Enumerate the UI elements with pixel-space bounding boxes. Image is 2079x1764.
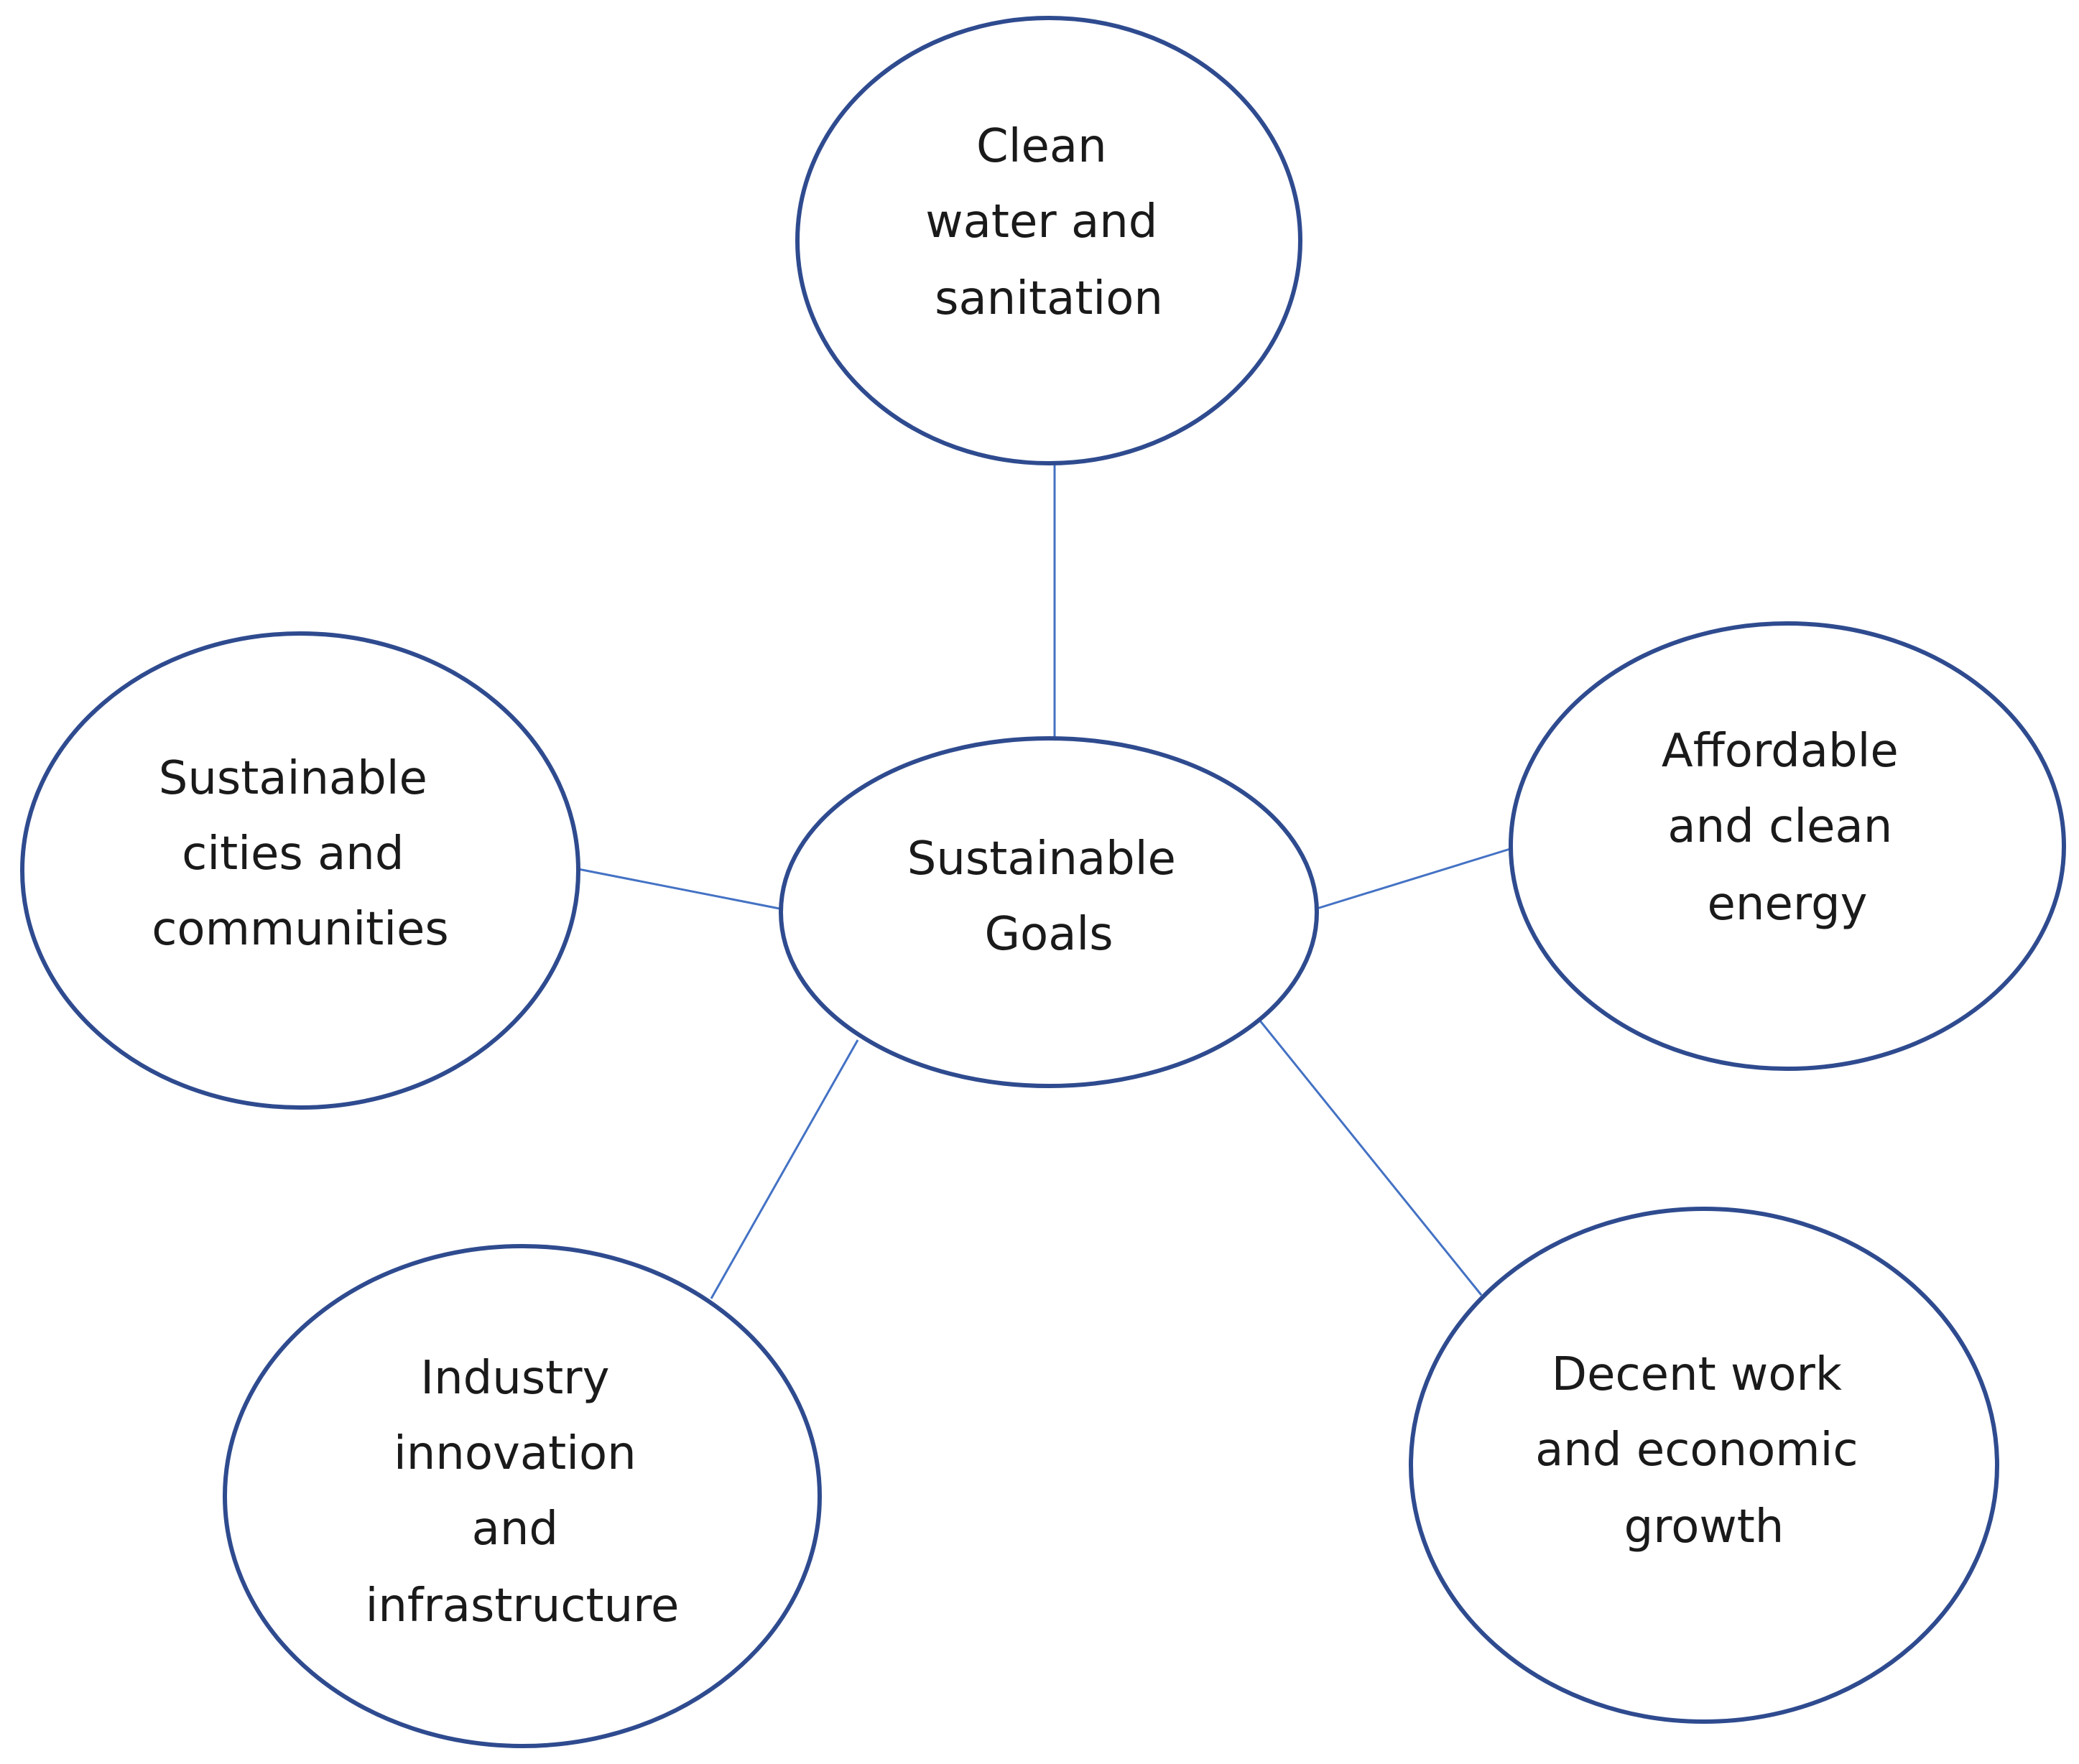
node-decent-work-shape	[1409, 1207, 1999, 1724]
node-industry-innovation: Industry innovation and infrastructure	[223, 1244, 822, 1748]
node-industry-innovation-shape	[223, 1244, 822, 1748]
node-line: growth	[1624, 1500, 1784, 1554]
node-decent-work: Decent work and economic growth	[1409, 1207, 1999, 1724]
node-sustainable-goals-label: Sustainable Goals	[907, 832, 1191, 961]
node-affordable-energy-shape	[1509, 621, 2066, 1071]
node-line: and economic	[1535, 1424, 1858, 1477]
node-line: Goals	[984, 908, 1113, 961]
node-affordable-energy-label: Affordable and clean energy	[1662, 725, 1913, 931]
connector-sustainable-cities	[578, 868, 780, 910]
node-line: innovation	[394, 1427, 636, 1480]
node-line: sanitation	[935, 272, 1163, 325]
node-line: Industry	[420, 1352, 609, 1405]
node-sustainable-goals: Sustainable Goals	[779, 736, 1319, 1088]
node-line: and	[472, 1503, 558, 1556]
node-affordable-energy: Affordable and clean energy	[1509, 621, 2066, 1071]
connector-affordable-energy	[1316, 848, 1511, 910]
node-sustainable-goals-shape	[779, 736, 1319, 1088]
node-decent-work-label: Decent work and economic growth	[1535, 1348, 1873, 1554]
node-line: communities	[152, 903, 449, 956]
node-line: and clean	[1667, 800, 1892, 853]
node-line: Clean	[976, 120, 1107, 173]
connector-decent-work	[1252, 1012, 1483, 1296]
node-line: energy	[1708, 878, 1868, 931]
connector-industry-innovation	[710, 1039, 859, 1299]
node-sustainable-cities-label: Sustainable cities and communities	[152, 752, 449, 956]
node-line: Decent work	[1552, 1348, 1842, 1401]
node-clean-water-label: Clean water and sanitation	[925, 120, 1172, 325]
node-industry-innovation-label: Industry innovation and infrastructure	[366, 1352, 680, 1633]
node-line: water and	[925, 195, 1157, 249]
node-clean-water: Clean water and sanitation	[795, 16, 1302, 465]
node-clean-water-shape	[795, 16, 1302, 465]
node-line: Affordable	[1662, 725, 1899, 778]
node-line: infrastructure	[366, 1579, 680, 1633]
node-line: Sustainable	[907, 832, 1176, 886]
node-sustainable-cities: Sustainable cities and communities	[20, 631, 580, 1110]
node-sustainable-cities-shape	[20, 631, 580, 1110]
node-line: Sustainable	[159, 752, 427, 805]
node-line: cities and	[182, 827, 404, 881]
